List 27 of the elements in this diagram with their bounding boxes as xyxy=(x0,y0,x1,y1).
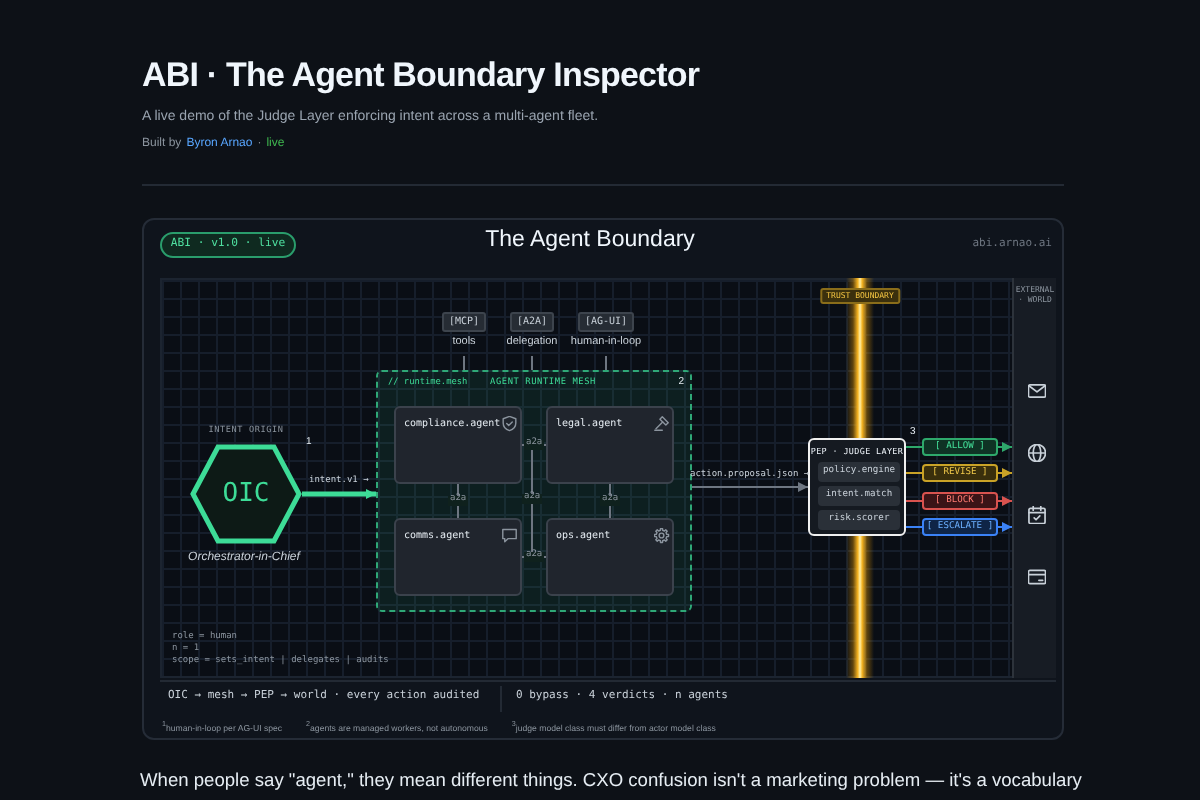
page-title: ABI · The Agent Boundary Inspector xyxy=(142,58,700,96)
mesh-container xyxy=(376,370,692,612)
connector-line xyxy=(457,483,459,519)
hexagon-node xyxy=(190,444,302,544)
agent-card xyxy=(394,406,522,484)
connector-line xyxy=(905,446,923,448)
diagram-heading: The Agent Boundary xyxy=(483,228,697,256)
arrow xyxy=(997,522,1013,532)
node-label: OIC xyxy=(222,481,270,507)
agent-card xyxy=(394,518,522,596)
arrow xyxy=(997,468,1013,478)
connector-line xyxy=(531,355,533,371)
connector-line xyxy=(905,500,923,502)
connector-line xyxy=(609,483,611,519)
arrow xyxy=(997,442,1013,452)
connector-line xyxy=(905,526,923,528)
agent-card xyxy=(546,518,674,596)
arrow xyxy=(997,496,1013,506)
connector-line xyxy=(905,472,923,474)
arrow xyxy=(302,489,376,499)
body-paragraph: When people say "agent," they mean different things. CXO confusion isn't a marketing problem — it's a vocabulary xyxy=(140,770,1082,793)
agent-card xyxy=(546,406,674,484)
judge-layer-panel xyxy=(808,438,906,536)
external-world-panel xyxy=(1012,278,1056,678)
arrow xyxy=(691,482,809,492)
connector-line xyxy=(605,355,607,371)
connector-line xyxy=(463,355,465,371)
